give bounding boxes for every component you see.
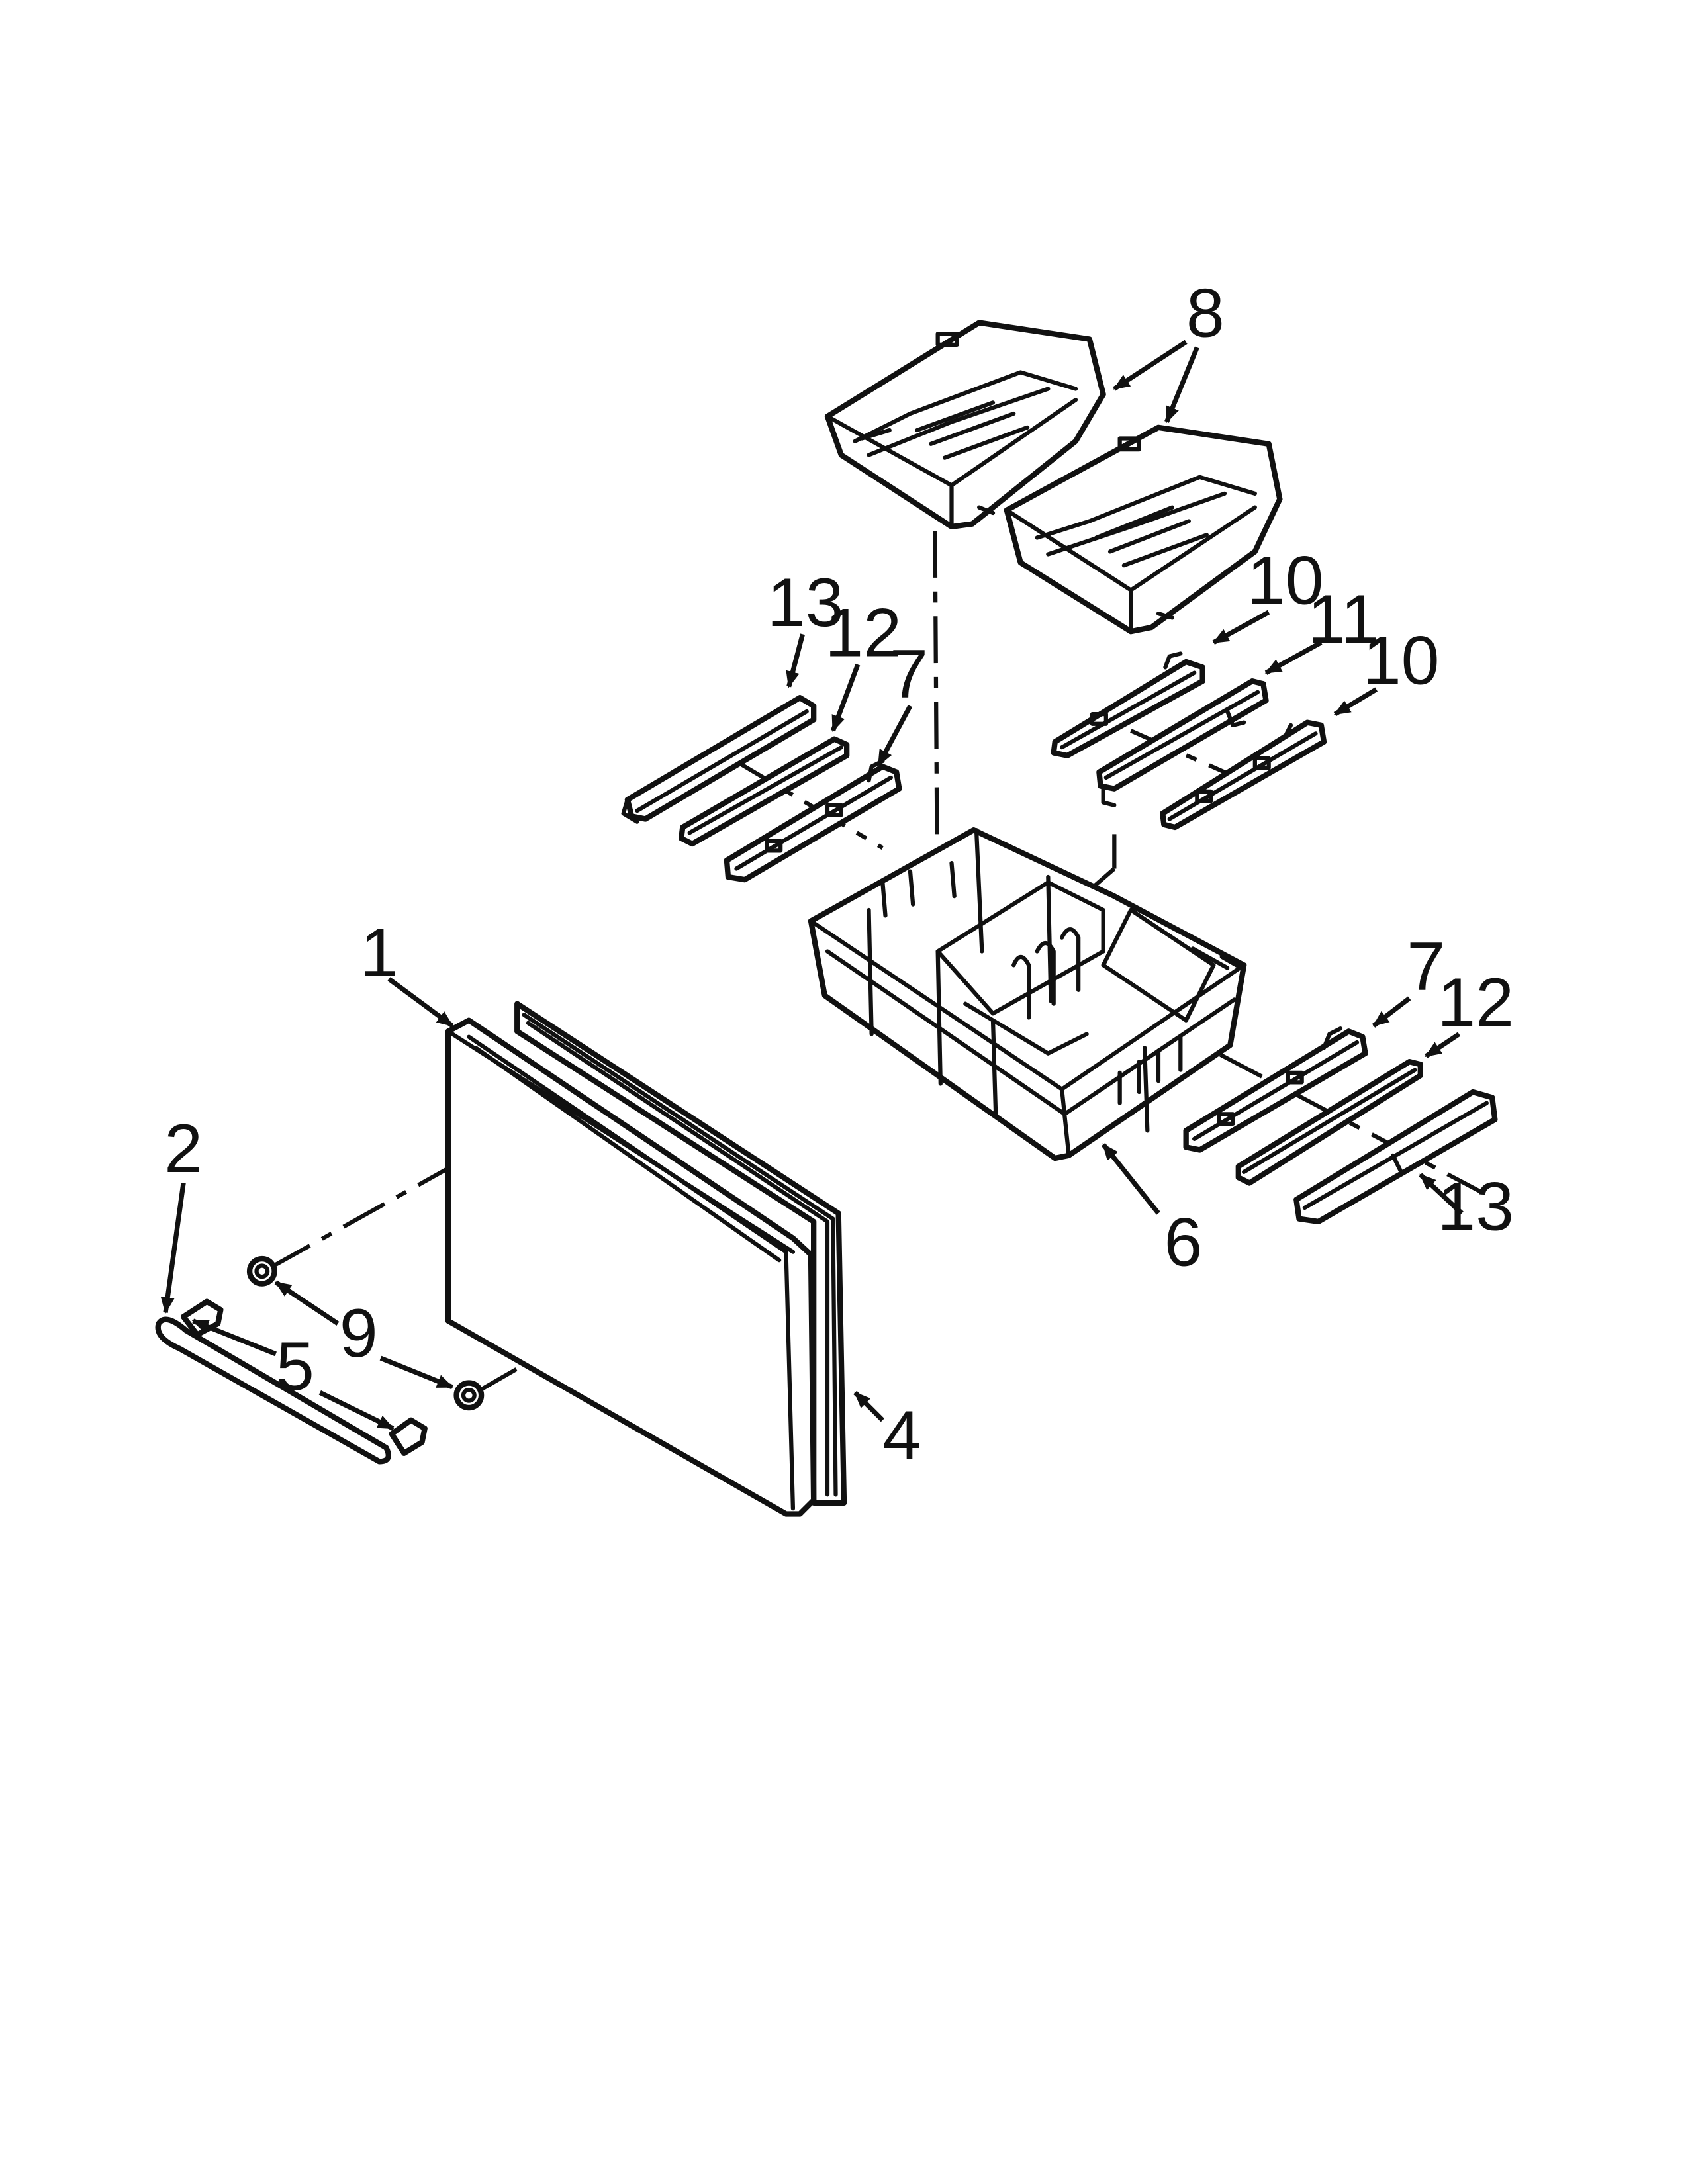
handle-screw-bottom-5	[389, 1417, 428, 1456]
handle-2	[155, 1316, 391, 1465]
slide-cover-left-13	[621, 695, 817, 824]
spacer-top-9	[246, 1255, 277, 1287]
slide-rail-right-lower-12	[1235, 1059, 1423, 1186]
slide-rail-right-11	[1096, 678, 1269, 807]
callout-4: 4	[883, 1397, 921, 1474]
drawer-front-1	[445, 1017, 817, 1517]
leader-lines	[160, 340, 1464, 1431]
callout-12-left: 12	[825, 595, 902, 672]
callout-labels: 1 2 4 5 6 7 7 8 9 10 10 11 12 12 13 13	[164, 275, 1514, 1474]
callout-11: 11	[1307, 581, 1379, 658]
callout-12-right: 12	[1437, 964, 1514, 1041]
callout-1: 1	[360, 915, 399, 991]
upper-basket-front	[1004, 424, 1283, 635]
callout-8: 8	[1186, 275, 1225, 351]
callout-13-left: 13	[767, 565, 844, 641]
slide-cover-right-lower-13	[1293, 1089, 1498, 1225]
slide-bracket-left-7	[724, 758, 902, 883]
slide-bracket-right-top-10	[1051, 651, 1205, 758]
upper-basket-back	[824, 320, 1106, 529]
callout-9: 9	[340, 1295, 378, 1372]
slide-bracket-right-lower-7	[1183, 1026, 1368, 1153]
callout-13-right: 13	[1437, 1168, 1514, 1245]
spacer-bottom-9	[453, 1380, 485, 1411]
lower-basket-6	[808, 827, 1247, 1161]
callout-10-top: 10	[1247, 543, 1324, 619]
callout-6: 6	[1164, 1205, 1203, 1281]
callout-7-left: 7	[890, 636, 928, 713]
slide-rail-left-12	[679, 736, 850, 847]
callout-7-right: 7	[1407, 929, 1445, 1005]
callout-10-right: 10	[1363, 622, 1440, 699]
callout-5: 5	[276, 1328, 314, 1405]
callout-2: 2	[164, 1111, 203, 1187]
slide-bracket-right-10	[1160, 719, 1327, 831]
